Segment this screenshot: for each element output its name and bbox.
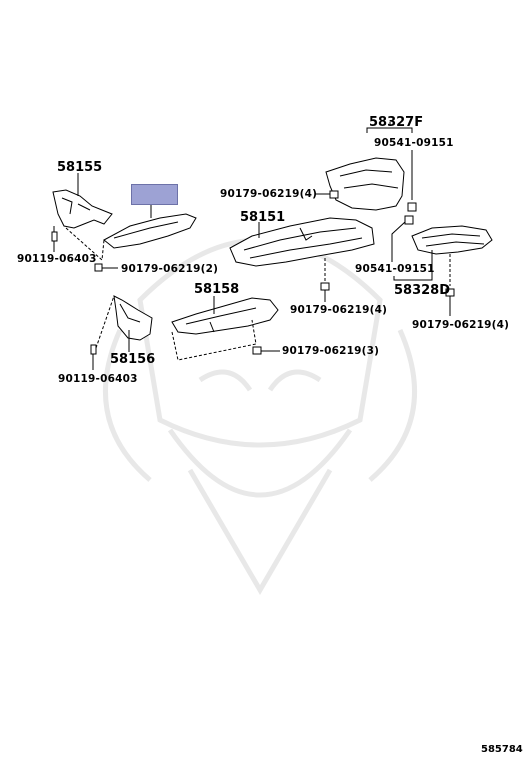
label-90541-09151-bottom[interactable]: 90541-09151 <box>355 263 435 275</box>
part-58151-shape <box>229 217 375 267</box>
nut-90179-4b <box>320 282 330 291</box>
label-90179-06219-3[interactable]: 90179-06219(3) <box>282 345 380 357</box>
drawing-number: 585784 <box>481 744 523 755</box>
label-90119-06403-b[interactable]: 90119-06403 <box>58 373 138 385</box>
bolt-90119-upper <box>51 231 58 242</box>
label-90119-06403-a[interactable]: 90119-06403 <box>17 253 97 265</box>
part-highlighted-shape <box>103 213 197 249</box>
watermark-emblem <box>102 237 418 595</box>
label-90179-06219-4b[interactable]: 90179-06219(4) <box>290 304 388 316</box>
label-90179-06219-2[interactable]: 90179-06219(2) <box>121 263 219 275</box>
label-90179-06219-4a[interactable]: 90179-06219(4) <box>220 188 318 200</box>
label-58151[interactable]: 58151 <box>240 210 286 225</box>
bolt-90119-lower <box>90 344 97 355</box>
label-58328d[interactable]: 58328D <box>394 283 451 298</box>
nut-90179-2 <box>94 263 103 272</box>
part-58155-shape <box>52 189 113 229</box>
label-58156[interactable]: 58156 <box>110 352 156 367</box>
part-58156-shape <box>113 295 153 341</box>
label-58327f[interactable]: 58327F <box>369 115 424 130</box>
part-58328d-shape <box>411 225 493 255</box>
highlighted-part-label-box[interactable] <box>131 184 178 205</box>
nut-90541-lower <box>404 215 414 225</box>
label-58155[interactable]: 58155 <box>57 160 103 175</box>
part-58158-shape <box>171 297 279 335</box>
nut-90179-3 <box>252 346 262 355</box>
label-90541-09151-top[interactable]: 90541-09151 <box>374 137 454 149</box>
nut-90179-4a <box>329 190 339 199</box>
label-58158[interactable]: 58158 <box>194 282 240 297</box>
part-58327f-shape <box>325 157 405 211</box>
label-90179-06219-4c[interactable]: 90179-06219(4) <box>412 319 510 331</box>
nut-90541-upper <box>407 202 417 212</box>
